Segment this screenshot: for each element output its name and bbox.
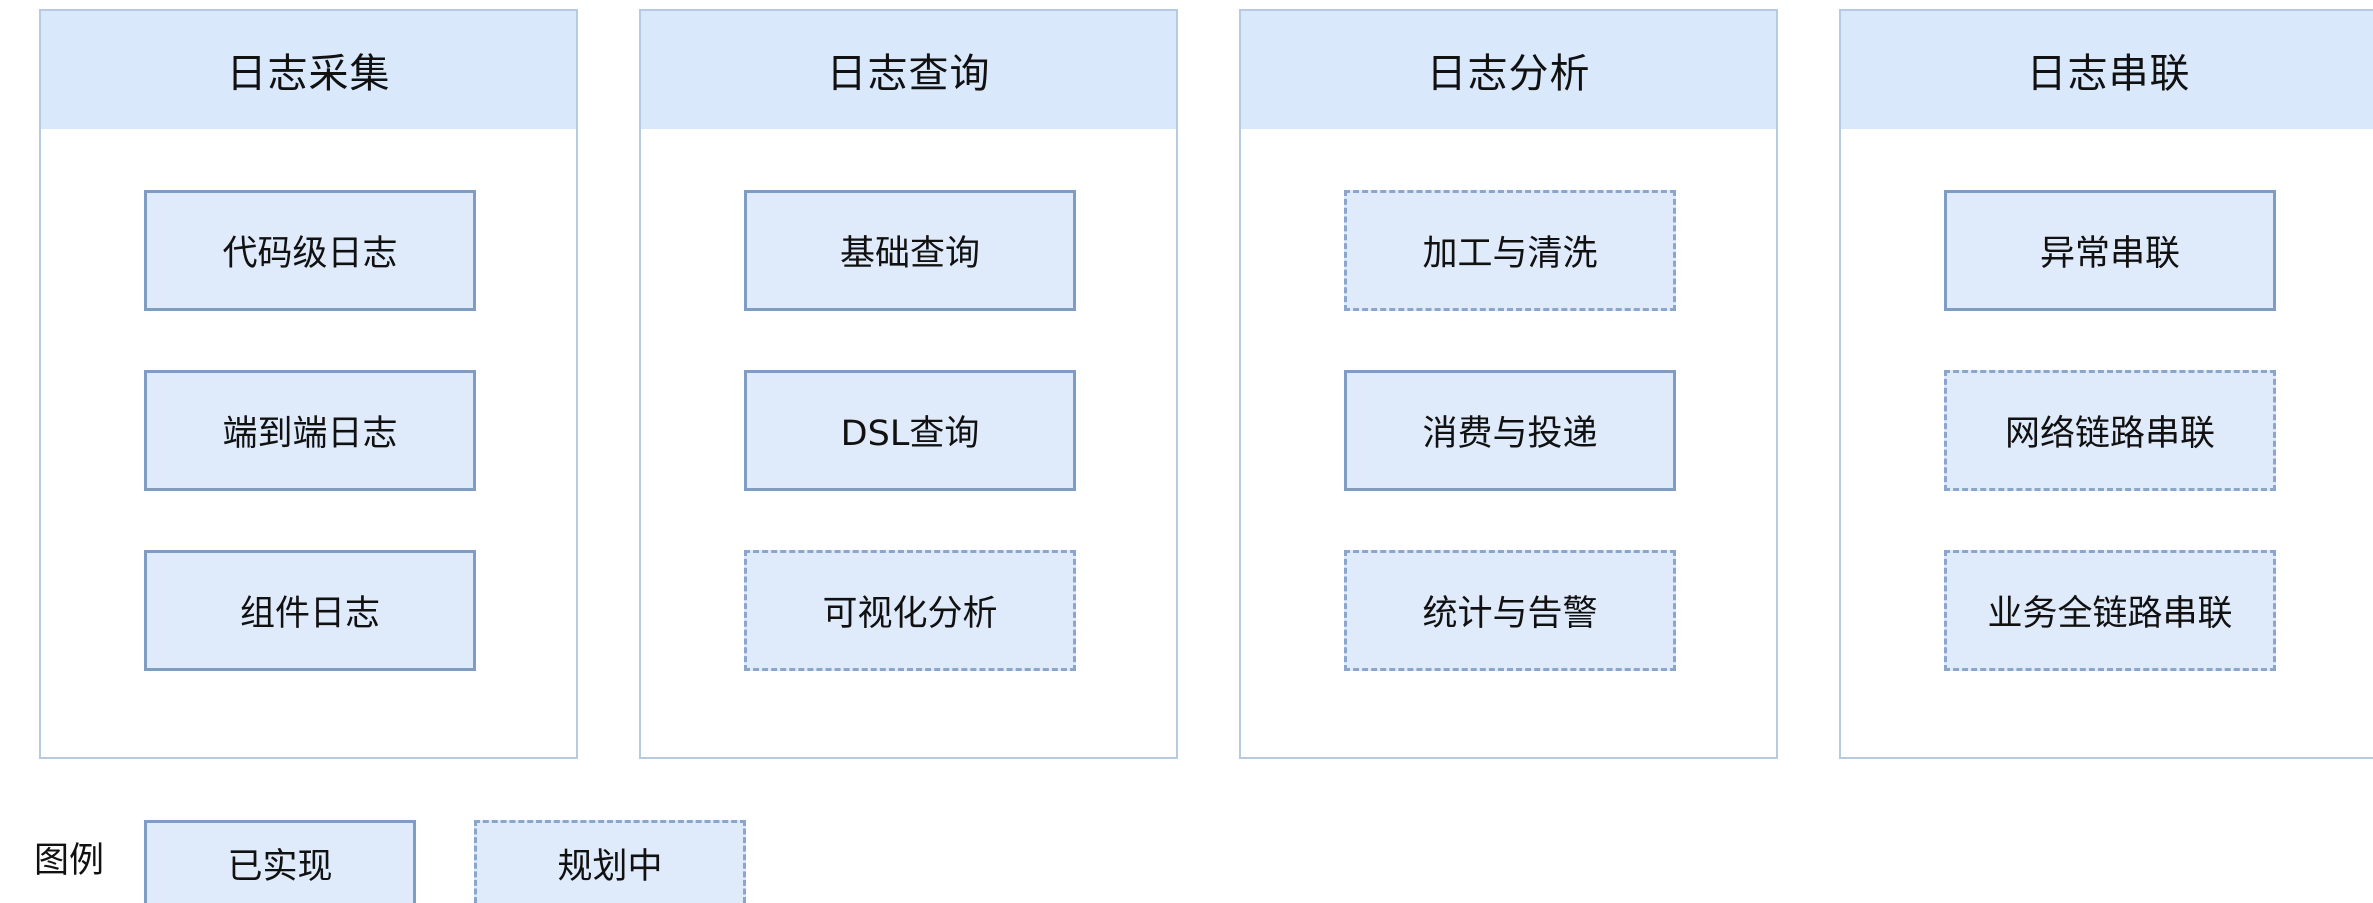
legend-planned: 规划中 (474, 820, 746, 903)
column-header: 日志采集 (41, 11, 576, 129)
item-box: DSL查询 (744, 370, 1076, 491)
item-box: 异常串联 (1944, 190, 2276, 311)
item-box: 组件日志 (144, 550, 476, 671)
legend-label: 图例 (34, 841, 105, 881)
column-log-correlation: 日志串联 异常串联 网络链路串联 业务全链路串联 (1839, 9, 2373, 759)
column-log-query: 日志查询 基础查询 DSL查询 可视化分析 (639, 9, 1178, 759)
column-log-collection: 日志采集 代码级日志 端到端日志 组件日志 (39, 9, 578, 759)
item-box: 代码级日志 (144, 190, 476, 311)
item-box: 基础查询 (744, 190, 1076, 311)
item-box: 网络链路串联 (1944, 370, 2276, 491)
item-box: 消费与投递 (1344, 370, 1676, 491)
item-box: 业务全链路串联 (1944, 550, 2276, 671)
item-box: 端到端日志 (144, 370, 476, 491)
item-box: 可视化分析 (744, 550, 1076, 671)
column-header: 日志串联 (1841, 11, 2373, 129)
column-log-analysis: 日志分析 加工与清洗 消费与投递 统计与告警 (1239, 9, 1778, 759)
item-box: 加工与清洗 (1344, 190, 1676, 311)
column-header: 日志查询 (641, 11, 1176, 129)
column-header: 日志分析 (1241, 11, 1776, 129)
item-box: 统计与告警 (1344, 550, 1676, 671)
legend-implemented: 已实现 (144, 820, 416, 903)
